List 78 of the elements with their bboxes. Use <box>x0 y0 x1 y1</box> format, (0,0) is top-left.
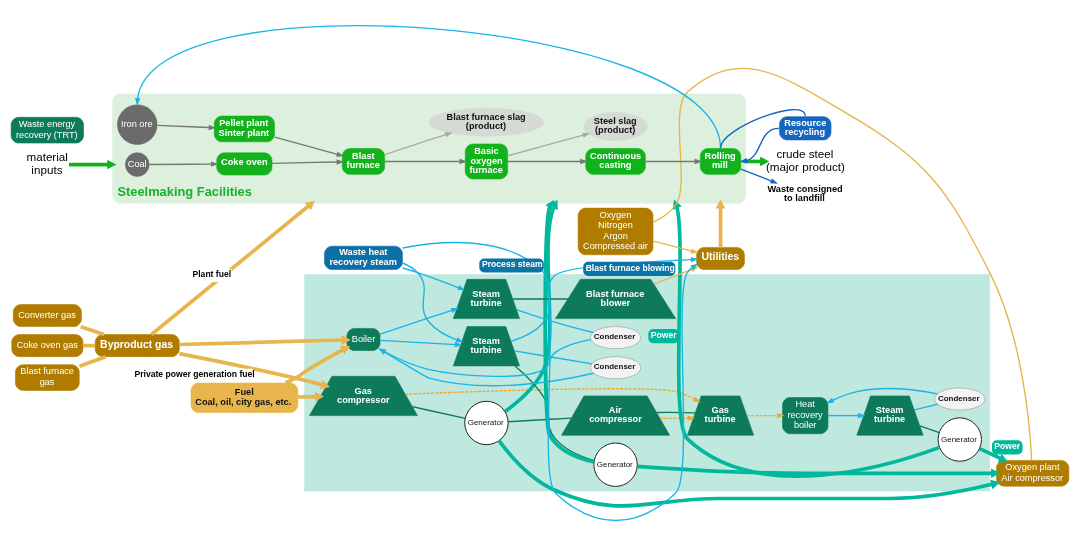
arrow <box>827 412 866 419</box>
edge-label: Blast furnace blowing <box>585 262 675 273</box>
node-box: Boiler <box>346 328 381 351</box>
arrow <box>274 136 345 157</box>
arrow <box>507 158 588 165</box>
arrow <box>715 199 726 248</box>
arrow <box>978 446 1008 463</box>
arrow <box>503 199 558 414</box>
node-box: Oxygen plant Air compressor <box>996 460 1070 487</box>
node-circle: Coal <box>125 152 150 177</box>
node-box: Oxygen Nitrogen Argon Compressed air <box>577 207 654 256</box>
edge-label: Plant fuel <box>192 269 232 280</box>
connector <box>80 324 105 337</box>
arrow <box>652 240 699 254</box>
arrow <box>378 348 595 387</box>
edge-label: Process steam <box>482 259 543 270</box>
connector <box>913 403 939 411</box>
arrow <box>379 339 463 348</box>
arrow <box>401 262 464 343</box>
node-box: Waste heat recovery steam <box>324 245 403 270</box>
node-box: Converter gas <box>12 304 82 327</box>
arrow <box>826 387 939 404</box>
node-box: Utilities <box>696 247 745 270</box>
node-box: Blast furnace <box>342 148 385 175</box>
arrow <box>271 159 345 165</box>
arrow <box>740 168 779 184</box>
arrow <box>402 267 466 291</box>
cluster <box>304 274 990 492</box>
node-box: Coke oven gas <box>11 334 84 357</box>
arrow <box>284 345 351 385</box>
arrow <box>404 388 701 403</box>
arrow <box>297 391 325 402</box>
node-box: Basic oxygen furnace <box>464 143 508 180</box>
arrow <box>543 199 595 464</box>
node-text: Waste consigned to landfill <box>767 183 843 203</box>
connector <box>919 425 940 434</box>
node-circle: Iron ore <box>117 104 158 145</box>
arrow <box>148 161 219 167</box>
connector <box>411 406 466 420</box>
node-text: material inputs <box>26 149 68 176</box>
arrow <box>637 464 1001 479</box>
arrow <box>497 439 1001 508</box>
arrow <box>672 199 941 478</box>
arrow <box>156 124 217 131</box>
node-box: Rolling mill <box>699 148 742 175</box>
arrow <box>378 338 592 377</box>
connector <box>655 411 696 414</box>
node-box: Blast furnace gas <box>15 364 80 391</box>
node-box: Waste energy recovery (TRT) <box>10 116 84 144</box>
arrow <box>384 132 453 156</box>
connector <box>652 67 1033 461</box>
arrow <box>150 200 315 336</box>
arrow <box>507 132 591 157</box>
connector <box>719 109 806 149</box>
node-box: Pellet plant Sinter plant <box>214 115 275 143</box>
arrow <box>384 158 468 165</box>
arrow <box>179 335 351 347</box>
connector <box>507 417 572 423</box>
node-box: Fuel Coal, oil, city gas, etc. <box>190 382 299 413</box>
arrow <box>659 415 696 421</box>
node-box: Coke oven <box>216 152 273 176</box>
arrow <box>68 159 117 170</box>
connector <box>512 298 569 300</box>
edge-label: Private power generation fuel <box>134 369 255 380</box>
node-text: crude steel (major product) <box>765 146 845 173</box>
arrow <box>379 307 459 335</box>
node-box: Continuous casting <box>585 148 646 175</box>
connector <box>513 350 593 365</box>
connector <box>515 308 594 334</box>
arrow <box>179 351 331 390</box>
connector <box>78 354 107 368</box>
edge-label: Power <box>650 330 677 341</box>
arrow <box>746 412 785 419</box>
node-box: Heat recovery boiler <box>782 397 829 434</box>
node-box: Byproduct gas <box>94 334 180 357</box>
node-box: Resource recycling <box>779 116 832 141</box>
arrow <box>644 158 703 165</box>
edge-label: Power <box>994 441 1021 452</box>
